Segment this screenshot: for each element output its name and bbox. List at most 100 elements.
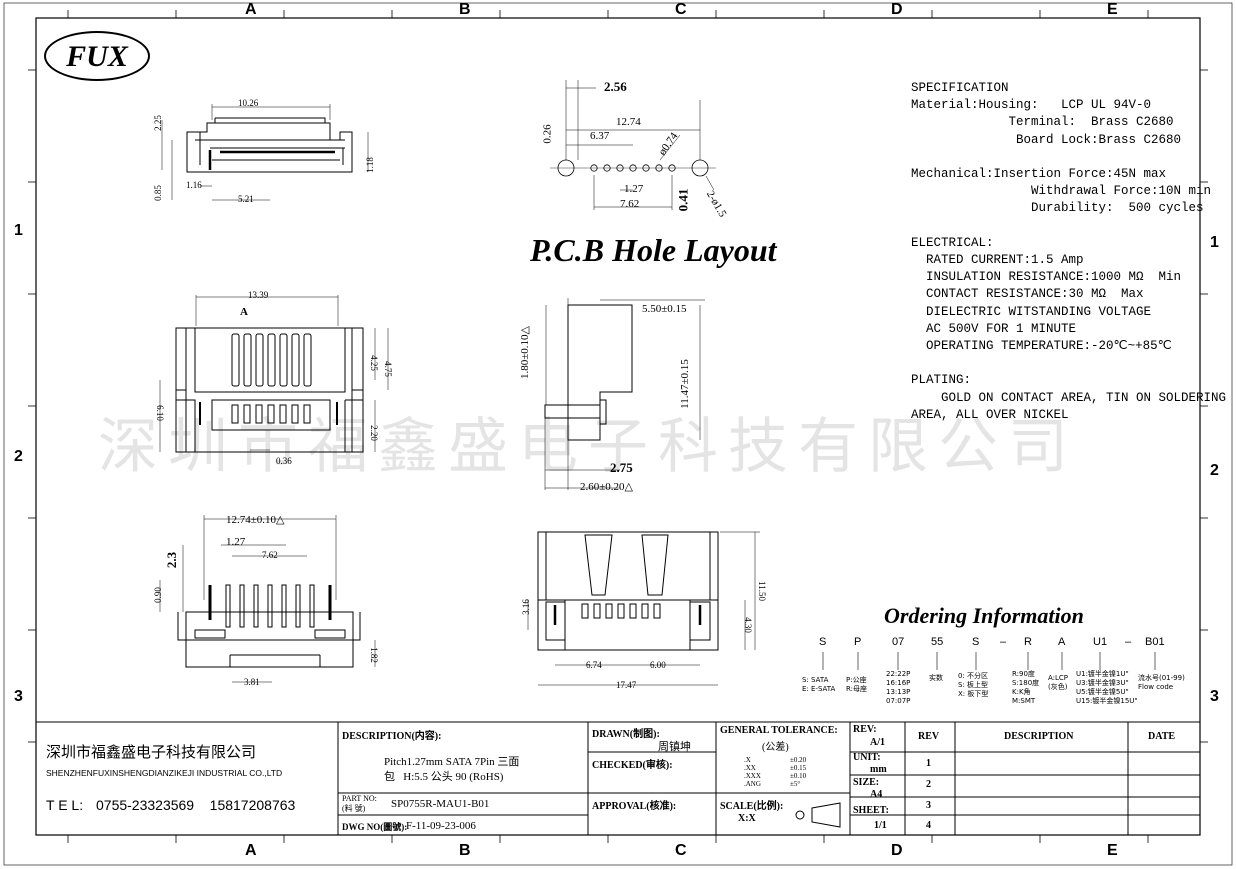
zone-col-c-top: C xyxy=(675,1,687,18)
order-desc-material: A:LCP (灰色) xyxy=(1048,674,1069,691)
dim-label: 4.75 xyxy=(382,361,393,377)
front-contact xyxy=(267,404,275,424)
order-code-plating: U1 xyxy=(1093,636,1108,648)
front-pin xyxy=(243,333,252,387)
dim-label: 17.47 xyxy=(616,680,637,690)
date-column-head: DATE xyxy=(1148,731,1176,742)
size-label: SIZE: xyxy=(853,777,880,788)
dim-label: 2.60±0.20△ xyxy=(580,481,633,493)
dim-label: 1.82 xyxy=(368,647,379,663)
unit-label: UNIT: xyxy=(853,752,881,763)
description-line-2: 包 H:5.5 公头 90 (RoHS) xyxy=(384,771,504,783)
fux-logo: FUX xyxy=(44,31,150,81)
dim-label: 2.56 xyxy=(604,79,627,94)
order-desc-flow: 流水号(01-99) Flow code xyxy=(1138,674,1185,691)
front-contact xyxy=(291,404,299,424)
dim-label: 0.26 xyxy=(541,124,554,144)
rear-pin xyxy=(605,603,613,619)
zone-col-d-bottom: D xyxy=(891,842,903,859)
tolerance-xxx-val: ±0.10 xyxy=(790,772,807,780)
part-number: SP0755R-MAU1-B01 xyxy=(391,798,490,810)
dim-label: 6.37 xyxy=(590,130,610,142)
order-desc-mount: 0: 不分区 S: 板上型 X: 板下型 xyxy=(958,672,989,698)
dim-label: 1.27 xyxy=(226,536,246,548)
order-desc-angle: R:90度 S:180度 K:K角 M:SMT xyxy=(1012,670,1040,705)
zone-col-d-top: D xyxy=(891,1,903,18)
dim-label: 1.16 xyxy=(186,180,202,190)
dim-label: 6.10 xyxy=(154,405,165,421)
dim-label: 10.26 xyxy=(238,98,259,108)
zone-col-e-top: E xyxy=(1107,1,1118,18)
rev-row-4: 4 xyxy=(926,820,931,831)
dim-label: 1.80±0.10△ xyxy=(519,326,531,379)
watermark: 深圳市福鑫盛电子科技有限公司 xyxy=(98,412,1078,482)
dim-label: 13.39 xyxy=(248,290,269,300)
unit-value: mm xyxy=(870,764,887,775)
order-desc-type: S: SATA E: E-SATA xyxy=(802,676,836,693)
dim-label: 3.81 xyxy=(244,677,260,687)
order-code-s: S xyxy=(819,636,827,648)
tolerance-x: .X xyxy=(744,756,751,764)
drawn-by: 周镇坤 xyxy=(658,741,691,753)
zone-row-2-left: 2 xyxy=(14,448,23,465)
order-code-mount: S xyxy=(972,636,980,648)
description-column-head: DESCRIPTION xyxy=(1004,731,1074,742)
order-desc-plating: U1:镀半金镍1U" U3:镀半金镍3U" U5:镀半金镍5U" U15:镀半金… xyxy=(1076,670,1138,705)
order-code-dash: – xyxy=(1125,636,1132,648)
rev-column-head: REV xyxy=(918,731,940,742)
dim-label: 5.21 xyxy=(238,194,254,204)
dim-label: 12.74 xyxy=(616,116,641,128)
rev-row-1: 1 xyxy=(926,758,931,769)
bottom-pin xyxy=(253,584,259,628)
order-desc-gender: P:公座 R:母座 xyxy=(846,676,868,693)
dim-label: 5.50±0.15 xyxy=(642,303,687,315)
dim-label: 0.85 xyxy=(152,185,163,201)
bottom-pin xyxy=(267,584,273,628)
order-code-material: A xyxy=(1058,636,1066,648)
dim-label: 2.3 xyxy=(164,551,180,569)
tolerance-ang-val: ±5° xyxy=(790,780,801,788)
rear-view-drawing xyxy=(527,531,760,686)
company-name-cn: 深圳市福鑫盛电子科技有限公司 xyxy=(46,743,257,761)
checked-label: CHECKED(审核): xyxy=(592,760,673,771)
dwg-no-label: DWG NO(圖號): xyxy=(342,822,408,832)
bottom-pin xyxy=(309,584,315,628)
logo-text: FUX xyxy=(66,40,128,73)
dim-label: 0.36 xyxy=(276,456,292,466)
sheet-value: 1/1 xyxy=(874,820,887,831)
tolerance-xxx: .XXX xyxy=(744,772,761,780)
rear-pin xyxy=(593,603,601,619)
dim-label: 2.75 xyxy=(610,460,633,475)
rev-value: A/1 xyxy=(870,737,885,748)
company-tel-label: T E L: xyxy=(46,797,84,813)
rear-pin xyxy=(581,603,589,619)
rear-pin xyxy=(617,603,625,619)
zone-col-e-bottom: E xyxy=(1107,842,1118,859)
part-no-label: PART NO: xyxy=(342,794,377,803)
front-contact xyxy=(255,404,263,424)
bottom-pin xyxy=(225,584,231,628)
front-pin xyxy=(255,333,264,387)
front-pin xyxy=(231,333,240,387)
zone-col-b-bottom: B xyxy=(459,842,471,859)
dwg-number: F-11-09-23-006 xyxy=(406,820,476,832)
scale-value: X:X xyxy=(738,813,756,824)
scale-label: SCALE(比例): xyxy=(720,801,784,812)
rear-pin xyxy=(629,603,637,619)
bottom-view-drawing xyxy=(159,515,376,683)
bottom-pin xyxy=(281,584,287,628)
sheet-label: SHEET: xyxy=(853,805,889,816)
dim-label: 0.41 xyxy=(675,188,691,212)
dim-label: 2.20 xyxy=(368,425,379,441)
dim-label: 0.90 xyxy=(152,587,163,603)
front-pin xyxy=(267,333,276,387)
dim-label: 2.25 xyxy=(152,115,163,131)
dim-label: 12.74±0.10△ xyxy=(226,514,285,526)
dim-label: 6.74 xyxy=(586,660,602,670)
top-view-drawing xyxy=(161,104,369,201)
bottom-pin xyxy=(239,584,245,628)
dim-label: 4.30 xyxy=(742,617,753,633)
ordering-leaders xyxy=(822,652,1156,670)
dim-label: 7.62 xyxy=(620,198,640,210)
